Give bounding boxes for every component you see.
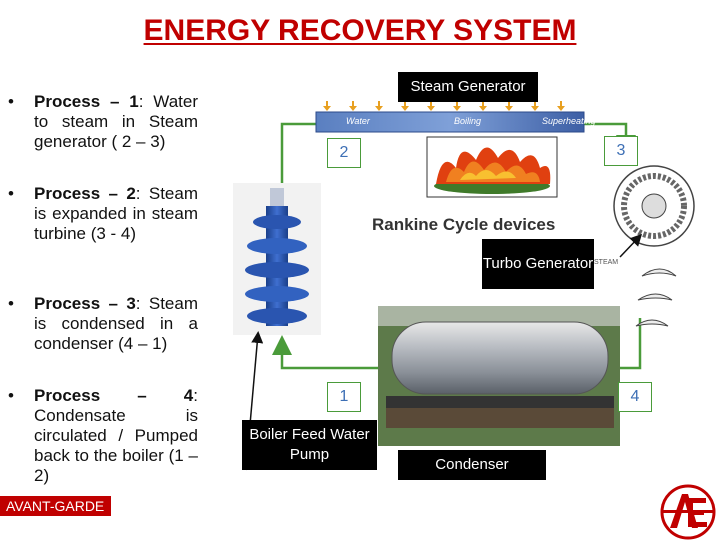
process-text: : Steam is condensed in a condenser (4 –… [34, 294, 198, 353]
process-name: Process – 3 [34, 294, 136, 313]
tube-label-boiling: Boiling [454, 116, 482, 126]
rankine-devices-label: Rankine Cycle devices [372, 215, 556, 234]
boiler-feed-pump-label: Boiler Feed Water Pump [242, 420, 377, 470]
footer-brand: AVANT-GARDE [0, 496, 111, 516]
page-title: ENERGY RECOVERY SYSTEM [143, 14, 577, 47]
heat-arrows [323, 101, 565, 111]
point-label-1: 1 [327, 382, 361, 412]
flow-line-1 [272, 335, 378, 370]
turbine-graphic [613, 165, 695, 327]
steam-generator-label: Steam Generator [398, 72, 538, 102]
condenser-graphic [378, 306, 620, 446]
turbine-label: STEAM [594, 259, 619, 266]
point-label-2: 2 [327, 138, 361, 168]
bullet-icon: • [8, 184, 14, 203]
tube-label-water: Water [346, 116, 370, 126]
bullet-icon: • [8, 294, 14, 313]
steam-generator-graphic [315, 101, 585, 133]
boiler-tube [315, 111, 585, 133]
pump-graphic [233, 183, 321, 335]
point-label-3: 3 [604, 136, 638, 166]
flow-line-4 [620, 318, 642, 370]
process-name: Process – 4 [34, 386, 194, 405]
process-text: : Water to steam in Steam generator ( 2 … [34, 92, 198, 151]
condenser-label: Condenser [398, 450, 546, 480]
process-name: Process – 2 [34, 184, 136, 203]
bullet-icon: • [8, 386, 14, 405]
tube-label-superheating: Superheating [542, 116, 596, 126]
fire-graphic [426, 136, 558, 198]
process-text: : Condensate is circulated / Pumped back… [34, 386, 198, 485]
turbo-generator-label: Turbo Generator [482, 239, 594, 289]
process-text: : Steam is expanded in steam turbine (3 … [34, 184, 198, 243]
flow-line-2-in [280, 122, 316, 190]
process-name: Process – 1 [34, 92, 139, 111]
bullet-icon: • [8, 92, 14, 111]
point-label-4: 4 [618, 382, 652, 412]
company-logo-icon [660, 484, 716, 540]
